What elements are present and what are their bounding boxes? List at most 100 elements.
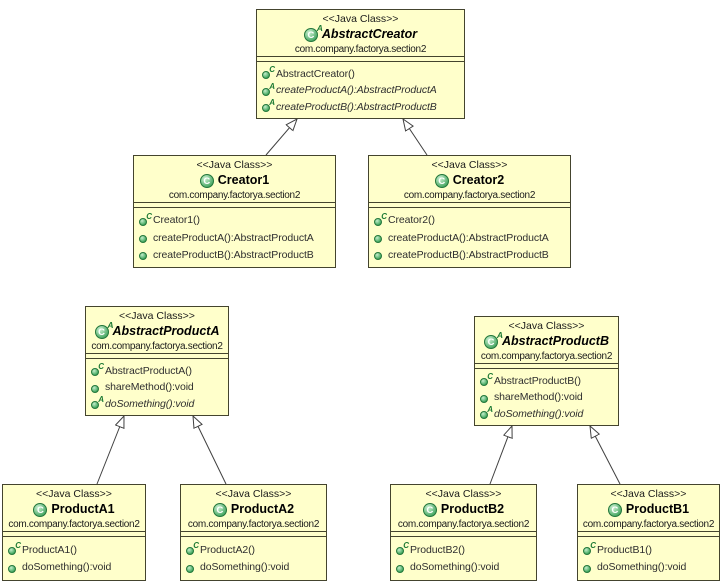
method-row[interactable]: doSomething():void: [186, 561, 326, 573]
generalization-edge-producta1-abstractproducta[interactable]: [96, 416, 124, 485]
methods-compartment: C AbstractCreator() A createProductA():A…: [257, 62, 464, 118]
method-row[interactable]: A doSomething():void: [91, 396, 228, 410]
generalization-edge-creator1-abstractcreator[interactable]: [265, 119, 297, 156]
generalization-edge-productb2-abstractproductb[interactable]: [489, 426, 512, 485]
method-row[interactable]: C ProductA2(): [186, 542, 326, 556]
attributes-compartment: [134, 203, 335, 208]
class-header: <<Java Class>> C A AbstractProductB com.…: [475, 317, 618, 364]
public-method-icon: [8, 562, 18, 573]
method-row[interactable]: A createProductA():AbstractProductA: [262, 82, 464, 96]
attributes-compartment: [257, 57, 464, 62]
method-row[interactable]: C ProductB1(): [583, 542, 719, 556]
method-row[interactable]: C ProductB2(): [396, 542, 536, 556]
stereotype-label: <<Java Class>>: [610, 488, 687, 500]
class-name: AbstractProductA: [112, 324, 220, 338]
package-name: com.company.factorya.section2: [397, 519, 530, 530]
public-method-icon: [396, 562, 406, 573]
methods-compartment: C ProductA2() doSomething():void: [181, 537, 326, 580]
class-header: <<Java Class>> C ProductA1 com.company.f…: [3, 485, 145, 532]
class-box-abstract-product-a[interactable]: <<Java Class>> C A AbstractProductA com.…: [85, 306, 229, 416]
class-icon: C: [422, 502, 438, 517]
class-box-product-b1[interactable]: <<Java Class>> C ProductB1 com.company.f…: [577, 484, 720, 581]
methods-compartment: C ProductA1() doSomething():void: [3, 537, 145, 580]
methods-compartment: C ProductB1() doSomething():void: [578, 537, 719, 580]
class-name: ProductA1: [51, 502, 115, 516]
abstract-class-icon: C A: [484, 331, 503, 349]
method-row[interactable]: A createProductB():AbstractProductB: [262, 99, 464, 113]
method-row[interactable]: createProductA():AbstractProductA: [374, 232, 570, 244]
generalization-edge-productb1-abstractproductb[interactable]: [590, 426, 621, 485]
package-name: com.company.factorya.section2: [187, 519, 320, 530]
public-method-icon: [583, 562, 593, 573]
class-box-product-a2[interactable]: <<Java Class>> C ProductA2 com.company.f…: [180, 484, 327, 581]
method-row[interactable]: doSomething():void: [8, 561, 145, 573]
package-name: com.company.factorya.section2: [582, 519, 715, 530]
methods-compartment: C ProductB2() doSomething():void: [391, 537, 536, 580]
class-name: ProductB1: [625, 502, 690, 516]
package-name: com.company.factorya.section2: [91, 341, 223, 352]
methods-compartment: C Creator2() createProductA():AbstractPr…: [369, 208, 570, 267]
constructor-icon: C: [262, 66, 275, 79]
attributes-compartment: [181, 532, 326, 537]
constructor-icon: C: [583, 542, 596, 556]
class-icon: C: [33, 502, 48, 517]
method-row[interactable]: C AbstractCreator(): [262, 66, 464, 80]
method-row[interactable]: doSomething():void: [396, 561, 536, 573]
constructor-icon: C: [139, 212, 152, 226]
class-box-abstract-product-b[interactable]: <<Java Class>> C A AbstractProductB com.…: [474, 316, 619, 426]
method-row[interactable]: C Creator1(): [139, 212, 335, 226]
public-method-icon: [91, 382, 101, 393]
method-row[interactable]: createProductB():AbstractProductB: [374, 249, 570, 261]
package-name: com.company.factorya.section2: [403, 190, 536, 201]
abstract-method-icon: A: [480, 406, 493, 419]
public-method-icon: [139, 232, 149, 243]
constructor-icon: C: [8, 542, 21, 556]
abstract-method-icon: A: [91, 396, 104, 409]
method-row[interactable]: shareMethod():void: [91, 381, 228, 393]
class-box-abstract-creator[interactable]: <<Java Class>> C A AbstractCreator com.c…: [256, 9, 465, 119]
stereotype-label: <<Java Class>>: [196, 159, 273, 171]
class-name: Creator1: [217, 173, 270, 187]
abstract-class-icon: C A: [303, 24, 323, 42]
method-row[interactable]: C Creator2(): [374, 212, 570, 226]
class-box-product-a1[interactable]: <<Java Class>> C ProductA1 com.company.f…: [2, 484, 146, 581]
class-box-creator1[interactable]: <<Java Class>> C Creator1 com.company.fa…: [133, 155, 336, 268]
class-header: <<Java Class>> C ProductB1 com.company.f…: [578, 485, 719, 532]
method-row[interactable]: createProductB():AbstractProductB: [139, 249, 335, 261]
public-method-icon: [186, 562, 196, 573]
class-name: ProductA2: [230, 502, 295, 516]
class-header: <<Java Class>> C A AbstractProductA com.…: [86, 307, 228, 354]
abstract-class-icon: C A: [94, 321, 114, 339]
stereotype-label: <<Java Class>>: [508, 320, 585, 332]
class-header: <<Java Class>> C ProductB2 com.company.f…: [391, 485, 536, 532]
constructor-icon: C: [186, 542, 199, 556]
attributes-compartment: [475, 364, 618, 369]
class-box-creator2[interactable]: <<Java Class>> C Creator2 com.company.fa…: [368, 155, 571, 268]
methods-compartment: C AbstractProductA() shareMethod():void …: [86, 359, 228, 415]
constructor-icon: C: [396, 542, 409, 556]
stereotype-label: <<Java Class>>: [36, 488, 112, 500]
constructor-icon: C: [374, 212, 387, 226]
class-icon: C: [212, 502, 228, 517]
method-row[interactable]: shareMethod():void: [480, 391, 618, 403]
class-box-product-b2[interactable]: <<Java Class>> C ProductB2 com.company.f…: [390, 484, 537, 581]
stereotype-label: <<Java Class>>: [431, 159, 508, 171]
method-row[interactable]: C AbstractProductA(): [91, 363, 228, 377]
method-row[interactable]: C ProductA1(): [8, 542, 145, 556]
attributes-compartment: [578, 532, 719, 537]
method-row[interactable]: createProductA():AbstractProductA: [139, 232, 335, 244]
public-method-icon: [374, 249, 384, 261]
generalization-edge-creator2-abstractcreator[interactable]: [403, 119, 428, 156]
method-row[interactable]: A doSomething():void: [480, 406, 618, 420]
attributes-compartment: [391, 532, 536, 537]
class-icon: C: [434, 173, 450, 188]
constructor-icon: C: [480, 373, 493, 386]
method-row[interactable]: C AbstractProductB(): [480, 373, 618, 387]
class-header: <<Java Class>> C A AbstractCreator com.c…: [257, 10, 464, 57]
generalization-edge-producta2-abstractproducta[interactable]: [193, 416, 227, 485]
attributes-compartment: [3, 532, 145, 537]
class-header: <<Java Class>> C ProductA2 com.company.f…: [181, 485, 326, 532]
method-row[interactable]: doSomething():void: [583, 561, 719, 573]
stereotype-label: <<Java Class>>: [322, 13, 399, 25]
